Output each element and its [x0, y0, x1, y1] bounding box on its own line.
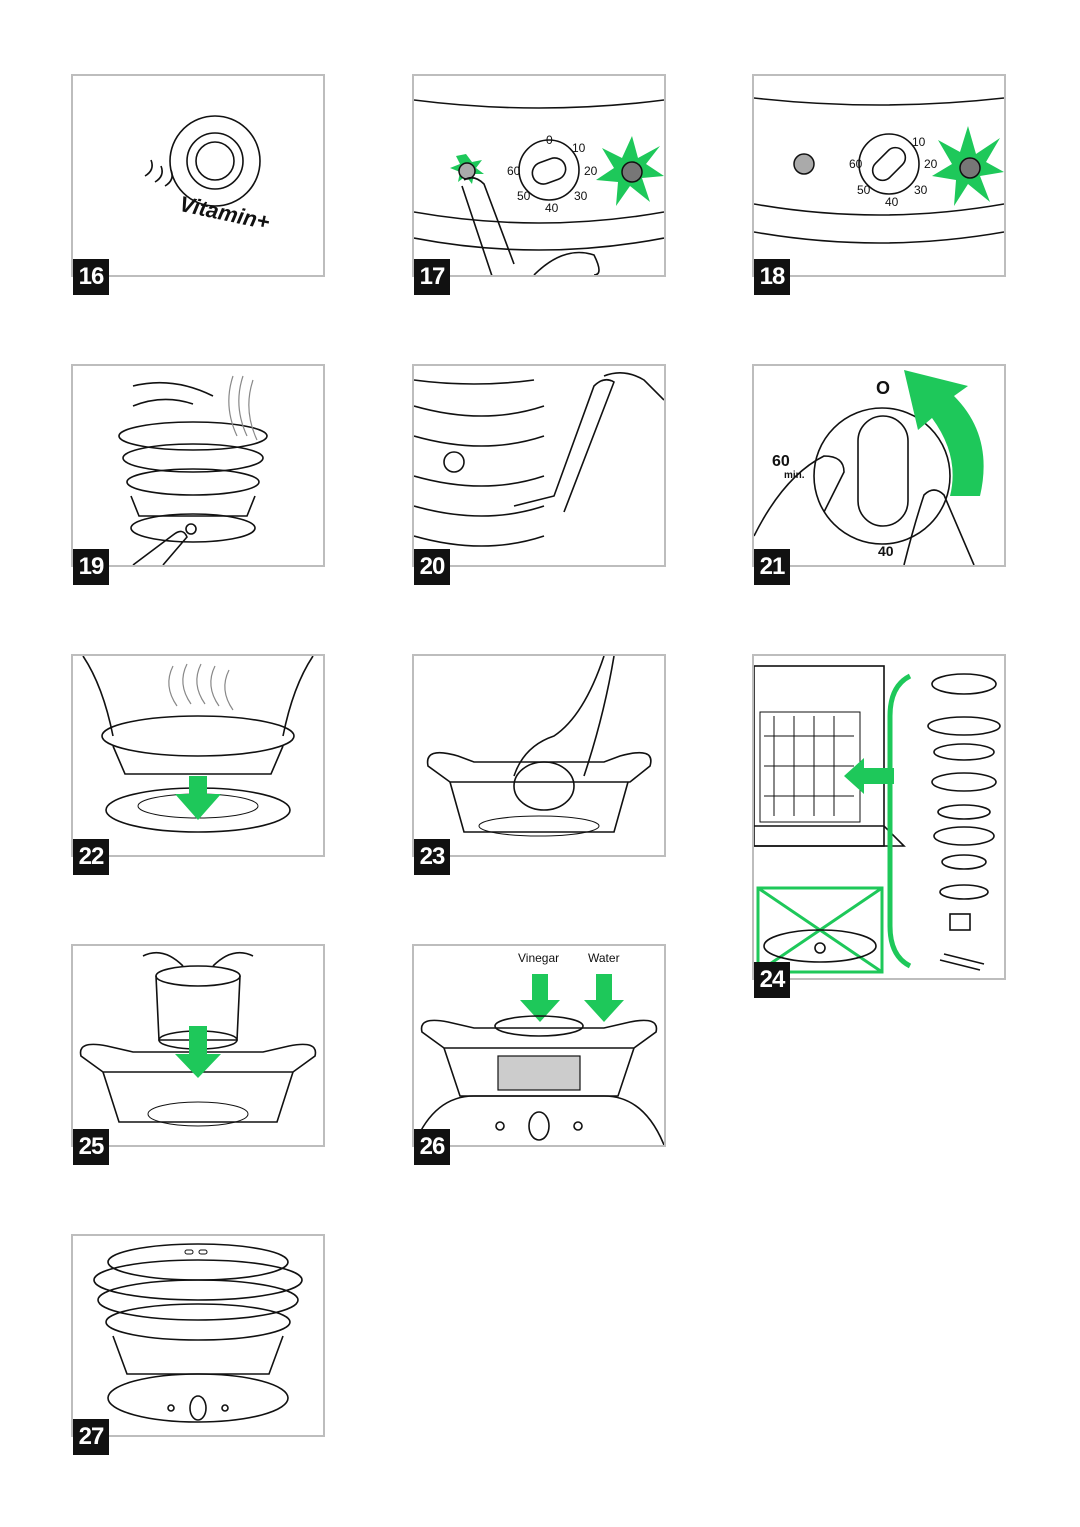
- dial-label: 50: [857, 183, 871, 197]
- step-27-panel: [71, 1234, 325, 1437]
- vitamin-brand-text: Vitamin+: [177, 191, 272, 235]
- step-number: 21: [754, 549, 790, 585]
- step-24-panel: [752, 654, 1006, 980]
- dial-label: 50: [517, 189, 531, 203]
- step-number: 19: [73, 549, 109, 585]
- dial-label: 10: [572, 141, 586, 155]
- step-18-panel: 10 60 20 50 30 40: [752, 74, 1006, 277]
- steamer-stack-illustration: [118, 375, 268, 565]
- indicator-light-icon: [458, 162, 476, 180]
- step-number: 24: [754, 962, 790, 998]
- step-23-panel: [412, 654, 666, 857]
- step-17-panel: 0 10 60 20 50 30 40: [412, 74, 666, 277]
- dial-label: min.: [784, 470, 805, 481]
- step-number: 25: [73, 1129, 109, 1165]
- step-number: 18: [754, 259, 790, 295]
- step-25-panel: [71, 944, 325, 1147]
- dial-label: 30: [574, 189, 588, 203]
- timer-reset-illustration: O 60 min. 40: [754, 370, 984, 565]
- vinegar-label: Vinegar: [518, 951, 559, 965]
- step-26-panel: Vinegar Water: [412, 944, 666, 1147]
- dial-label: 0: [546, 133, 553, 147]
- dishwasher-parts-illustration: [754, 665, 1001, 974]
- down-arrow-icon: [584, 974, 624, 1022]
- dial-label: 60: [772, 453, 790, 470]
- serving-basket-illustration: [82, 656, 314, 833]
- dial-label: 60: [507, 164, 521, 178]
- indicator-light-icon: [621, 161, 643, 183]
- drip-tray-illustration: [414, 372, 664, 547]
- timer-running-illustration: 10 60 20 50 30 40: [754, 97, 1004, 244]
- step-20-panel: [412, 364, 666, 567]
- vitamin-button-illustration: Vitamin+: [144, 115, 272, 235]
- dial-label: 40: [545, 201, 559, 215]
- dial-label: 20: [584, 164, 598, 178]
- rotate-arrow-icon: [904, 370, 984, 496]
- dial-label: 20: [924, 157, 938, 171]
- step-number: 27: [73, 1419, 109, 1455]
- water-label: Water: [588, 951, 620, 965]
- down-arrow-icon: [520, 974, 560, 1022]
- dial-label: 40: [885, 195, 899, 209]
- assembled-steamer-illustration: [93, 1243, 303, 1423]
- step-number: 22: [73, 839, 109, 875]
- step-22-panel: [71, 654, 325, 857]
- descaling-illustration: Vinegar Water: [414, 951, 664, 1145]
- indicator-light-icon: [793, 153, 815, 175]
- dial-label: 60: [849, 157, 863, 171]
- step-21-panel: O 60 min. 40: [752, 364, 1006, 567]
- down-arrow-icon: [175, 776, 221, 820]
- cleaning-base-illustration: [426, 656, 652, 837]
- dial-label: 10: [912, 135, 926, 149]
- step-number: 16: [73, 259, 109, 295]
- base-reassembly-illustration: [79, 951, 317, 1127]
- left-arrow-icon: [844, 758, 894, 794]
- step-number: 23: [414, 839, 450, 875]
- step-19-panel: [71, 364, 325, 567]
- down-arrow-icon: [175, 1026, 221, 1078]
- step-number: 17: [414, 259, 450, 295]
- indicator-light-icon: [959, 157, 981, 179]
- dial-label: 30: [914, 183, 928, 197]
- step-16-panel: Vitamin+: [71, 74, 325, 277]
- dial-label: O: [876, 378, 890, 398]
- step-number: 20: [414, 549, 450, 585]
- timer-start-illustration: 0 10 60 20 50 30 40: [414, 99, 664, 275]
- dial-label: 40: [878, 543, 894, 559]
- step-number: 26: [414, 1129, 450, 1165]
